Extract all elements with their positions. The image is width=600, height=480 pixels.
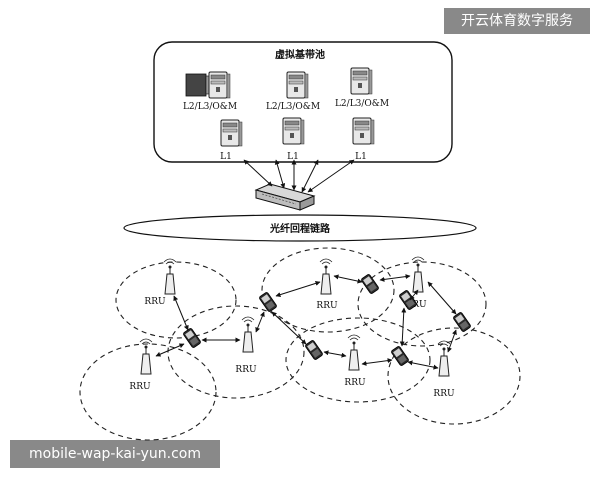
phone-icon [360, 273, 380, 295]
switch-icon [254, 183, 316, 211]
coverage-cells [79, 247, 521, 441]
server-icon [352, 117, 375, 145]
phone-icon [304, 339, 324, 361]
antenna-icon [241, 316, 255, 353]
watermark-bottom: mobile-wap-kai-yun.com [10, 440, 220, 468]
server-label: L2/L3/O&M [183, 102, 237, 112]
phone-icon [258, 291, 278, 313]
phone-icon [452, 311, 472, 333]
antenna-icon [347, 334, 361, 371]
server-icon [286, 71, 309, 99]
server-icon [282, 117, 305, 145]
fiber-backhaul-ring [123, 214, 477, 242]
watermark-top: 开云体育数字服务 [444, 8, 590, 34]
server-label: L2/L3/O&M [335, 99, 389, 109]
server-label: L1 [220, 152, 232, 162]
fiber-backhaul-label: 光纤回程链路 [269, 222, 331, 235]
radio-link-arrows [155, 274, 457, 370]
antenna-icon [437, 340, 451, 377]
server-icon [350, 67, 373, 95]
server-label: L1 [355, 152, 367, 162]
server-label: L1 [287, 152, 299, 162]
rru-label: RRU [316, 301, 338, 311]
server-label: L2/L3/O&M [266, 102, 320, 112]
pool-link-arrows [243, 159, 355, 193]
rru-label: RRU [344, 378, 366, 388]
antenna-icon [163, 258, 177, 295]
rru-label: RRU [129, 382, 151, 392]
rru-label: RRU [144, 297, 166, 307]
baseband-pool-title: 虚拟基带池 [275, 48, 325, 61]
phone-icon [182, 327, 202, 349]
server-icon [185, 71, 231, 99]
rru-label: RRU [433, 389, 455, 399]
rru-label: RRU [235, 365, 257, 375]
phone-icon [390, 345, 410, 367]
antenna-icon [319, 258, 333, 295]
server-icon [220, 119, 243, 147]
